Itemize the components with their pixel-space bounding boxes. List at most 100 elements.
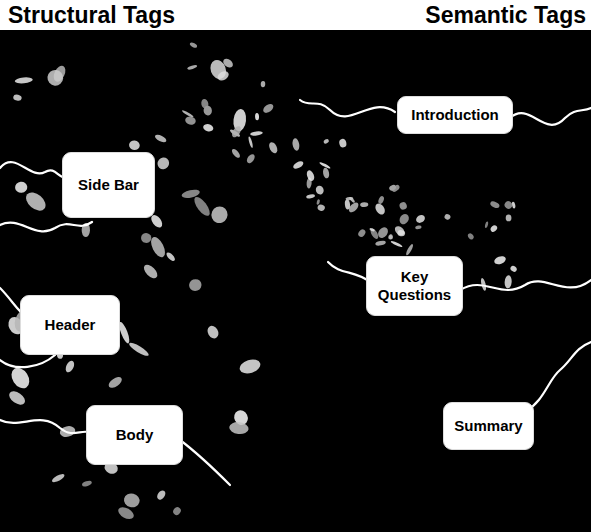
letter-blob (209, 204, 230, 226)
letter-blob (415, 213, 427, 224)
letter-blob (64, 359, 76, 373)
letter-blob (245, 153, 256, 165)
letter-blob (506, 215, 512, 222)
letter-blob (267, 141, 279, 155)
letter-blob (398, 201, 408, 211)
letter-blob (305, 169, 315, 182)
letter-blob (107, 375, 124, 390)
letter-blob (14, 77, 33, 85)
tag-box: Body (86, 405, 183, 465)
letter-blob (128, 341, 151, 358)
letter-blob (375, 240, 386, 247)
letter-blob (262, 102, 275, 115)
letter-blob (15, 181, 28, 193)
tag-string (328, 262, 370, 282)
scattered-letters (6, 42, 518, 522)
tag-label: Key Questions (375, 268, 454, 304)
tag-string (0, 222, 92, 231)
tag-label: Body (116, 426, 154, 444)
letter-blob (81, 480, 92, 488)
letter-blob (13, 94, 23, 102)
tag-string (0, 420, 88, 433)
letter-blob (489, 200, 500, 209)
letter-blob (489, 224, 498, 233)
section-heading: Structural Tags (8, 4, 175, 27)
tag-strings (0, 100, 591, 485)
letter-blob (369, 227, 380, 240)
letter-blob (229, 421, 250, 435)
letter-blob (317, 204, 326, 212)
letter-blob (390, 240, 403, 248)
letter-blob (230, 148, 241, 160)
letter-blob (165, 251, 176, 262)
letter-blob (8, 364, 33, 391)
tag-label: Side Bar (78, 176, 139, 194)
letter-blob (504, 275, 512, 289)
letter-blob (122, 492, 141, 509)
letter-blob (316, 199, 320, 205)
letter-blob (405, 243, 414, 256)
letter-blob (322, 167, 330, 179)
letter-blob (357, 228, 367, 238)
letter-blob (493, 255, 507, 266)
tag-box: Key Questions (366, 256, 463, 316)
letter-blob (201, 98, 210, 109)
tag-string (300, 100, 395, 116)
letter-blob (184, 116, 196, 126)
letter-blob (230, 125, 242, 139)
letter-blob (444, 213, 452, 221)
letter-blob (389, 234, 393, 239)
letter-blob (23, 189, 49, 214)
letter-blob (484, 221, 488, 228)
tag-box: Side Bar (62, 152, 155, 218)
letter-blob (148, 235, 168, 260)
letter-blob (155, 489, 167, 501)
letter-blob (248, 136, 254, 148)
letter-blob (377, 195, 385, 204)
letter-blob (261, 81, 266, 87)
letter-blob (208, 58, 229, 81)
tag-string (510, 108, 591, 125)
letter-blob (202, 123, 214, 132)
letter-blob (44, 67, 66, 89)
letter-blob (155, 155, 171, 171)
letter-blob (142, 262, 160, 280)
letter-blob (187, 277, 203, 293)
letter-blob (467, 232, 475, 240)
tag-box: Introduction (397, 96, 513, 134)
letter-blob (205, 324, 220, 340)
letter-blob (192, 195, 213, 219)
letter-blob (397, 229, 406, 236)
letter-blob (509, 265, 518, 273)
letter-blob (172, 506, 183, 517)
letter-blob (503, 200, 514, 211)
letter-blob (393, 224, 406, 237)
tag-string (525, 342, 591, 412)
letter-blob (292, 160, 305, 170)
letter-blob (181, 109, 194, 118)
letter-blob (415, 225, 422, 230)
letter-blob (140, 232, 152, 244)
letter-blob (250, 131, 263, 137)
letter-blob (338, 138, 347, 148)
letter-blob (319, 161, 331, 169)
letter-blob (187, 64, 198, 70)
tag-box: Summary (443, 402, 534, 450)
letter-blob (314, 184, 325, 195)
letter-blob (398, 212, 411, 226)
tag-label: Header (45, 316, 96, 334)
tag-label: Introduction (411, 106, 498, 124)
letter-blob (255, 113, 259, 120)
letter-blob (345, 197, 353, 201)
tag-string (0, 162, 66, 178)
tag-string (0, 355, 55, 367)
letter-blob (7, 389, 28, 408)
letter-blob (369, 228, 375, 233)
tag-string (460, 280, 591, 290)
letter-blob (51, 472, 66, 483)
letter-blob (323, 138, 330, 144)
tag-label: Summary (454, 417, 522, 435)
letter-blob (116, 505, 135, 522)
letter-blob (388, 235, 393, 240)
